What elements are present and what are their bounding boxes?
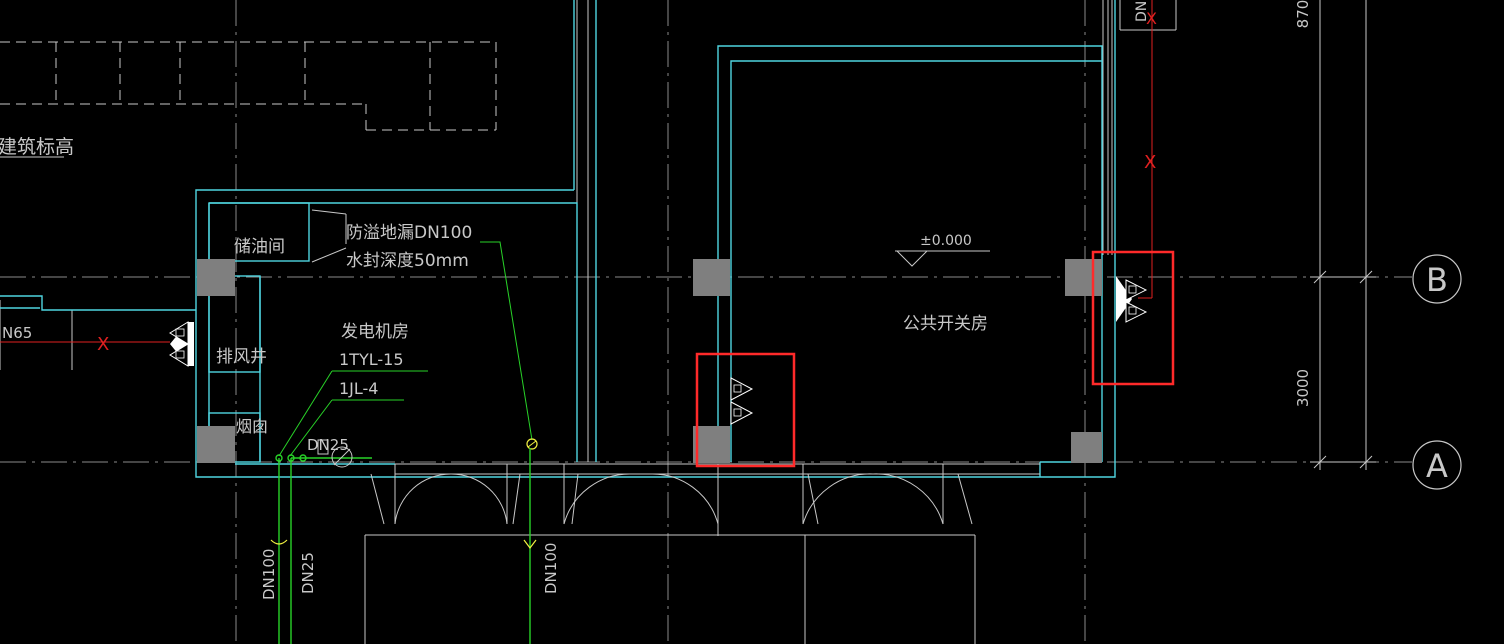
pipe-break-right: X — [1144, 152, 1156, 173]
exhaust-shaft-label: 排风井 — [216, 347, 267, 367]
highlight-box-right — [1091, 250, 1175, 386]
highlight-boxes — [695, 250, 1175, 468]
pipe-break-left: X — [97, 334, 109, 355]
pipe-dn25-bottom-label: DN25 — [299, 552, 317, 594]
public-switch-room-label: 公共开关房 — [903, 314, 988, 334]
pipe-jl-label: 1JL-4 — [339, 379, 378, 398]
door-swing-5 — [802, 473, 874, 525]
valve-icon — [317, 439, 353, 468]
elevation-symbol — [895, 250, 990, 267]
pipe-end-marker — [523, 539, 537, 549]
floor-drain-leader — [480, 241, 533, 441]
pipe-dn100-left-label: DN100 — [260, 549, 278, 600]
generator-room-label: 发电机房 — [341, 322, 409, 342]
green-pipes — [275, 448, 531, 644]
door-frames — [370, 463, 1040, 536]
dimension-8700: 870 — [1294, 0, 1312, 28]
column — [197, 259, 235, 296]
grid-bubble-a: A — [1412, 440, 1462, 490]
elevation-mark-label: ±0.000 — [920, 233, 972, 249]
walls — [0, 0, 1116, 478]
floor-drain-icon — [526, 438, 538, 450]
dimension-lines — [1310, 0, 1376, 470]
fire-device-switchroom-icon — [730, 377, 754, 425]
oil-storage-room-label: 储油间 — [234, 237, 285, 257]
red-pipes — [0, 0, 1153, 343]
door-swing-2 — [450, 473, 508, 525]
column — [693, 259, 730, 296]
pipe-tyl-label: 1TYL-15 — [339, 350, 404, 369]
pipe-break-top: X — [1146, 9, 1157, 28]
grid-lines — [0, 0, 1412, 644]
floor-drain-label-2: 水封深度50mm — [346, 251, 469, 271]
grid-label-a: A — [1426, 447, 1448, 485]
pipe-bend-marker — [270, 539, 288, 545]
grid-label-b: B — [1426, 261, 1448, 299]
dashed-equipment-outline — [0, 41, 497, 131]
valve-dn25-label: DN25 — [307, 436, 349, 454]
grid-bubble-b: B — [1412, 254, 1462, 304]
door-swing-6 — [872, 473, 944, 525]
building-elevation-label: 建筑标高 — [0, 136, 74, 158]
column — [1071, 432, 1102, 463]
column — [693, 426, 730, 463]
fire-device-left-icon — [169, 321, 194, 367]
columns — [197, 259, 1102, 463]
highlight-box-left — [695, 352, 796, 468]
door-swing-1 — [394, 473, 452, 525]
column — [1065, 259, 1102, 296]
door-swing-4 — [649, 473, 719, 525]
chimney-label: 烟囱 — [236, 417, 268, 436]
door-swing-3 — [563, 473, 633, 525]
pipe-dn100-right-label: DN100 — [542, 543, 560, 594]
dimension-3000: 3000 — [1294, 369, 1312, 407]
fire-device-right-icon — [1116, 276, 1148, 323]
pipe-dn65-label: N65 — [2, 324, 32, 342]
pipe-dn-top-label: DN6 — [1134, 0, 1150, 22]
column — [197, 426, 235, 463]
white-architecture-lines — [0, 0, 1177, 644]
floor-drain-label-1: 防溢地漏DN100 — [346, 223, 472, 243]
